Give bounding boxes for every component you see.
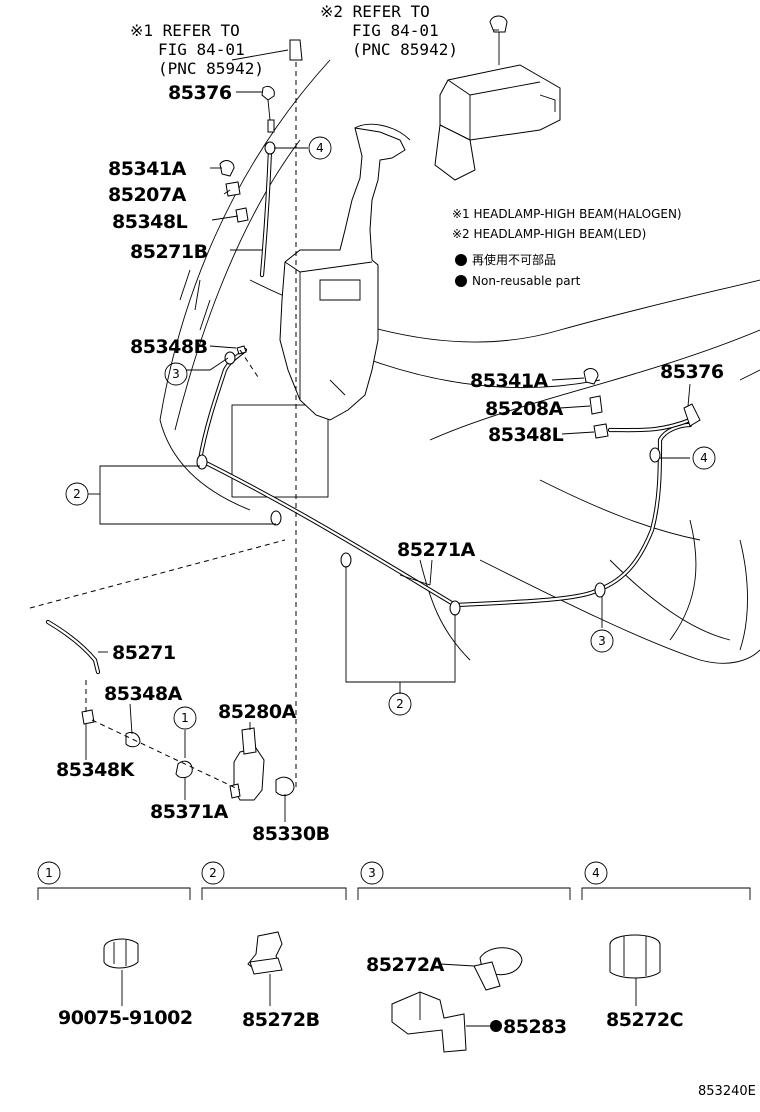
non-reusable-dot-icon bbox=[455, 254, 467, 266]
label-85348L-right: 85348L bbox=[488, 424, 564, 446]
dashed-leaders bbox=[29, 62, 297, 791]
svg-text:1: 1 bbox=[181, 711, 189, 725]
ref2-line2: FIG 84-01 bbox=[352, 21, 439, 40]
detail-box-2: 2 85272B bbox=[201, 861, 347, 1031]
callout-circle-1: 1 bbox=[173, 706, 197, 730]
label-85376-right: 85376 bbox=[660, 361, 724, 383]
label-85341A-right: 85341A bbox=[470, 370, 549, 392]
label-85348A: 85348A bbox=[104, 683, 183, 705]
callout-circle-2-bottom: 2 bbox=[388, 692, 412, 716]
hose-right-branch bbox=[607, 417, 693, 433]
label-85271A: 85271A bbox=[397, 539, 476, 561]
svg-text:2: 2 bbox=[209, 866, 217, 880]
svg-text:2: 2 bbox=[73, 487, 81, 501]
label-85376-left: 85376 bbox=[168, 82, 232, 104]
svg-text:4: 4 bbox=[700, 451, 708, 465]
callout-circle-4-top: 4 bbox=[308, 136, 332, 160]
label-85272C: 85272C bbox=[606, 1009, 683, 1031]
callout-circle-4-right: 4 bbox=[692, 446, 716, 470]
label-85271B: 85271B bbox=[130, 241, 208, 263]
figure-number: 853240E bbox=[698, 1084, 756, 1099]
note-halogen: ※1 HEADLAMP-HIGH BEAM(HALOGEN) bbox=[452, 207, 682, 221]
legend-japanese: 再使用不可部品 bbox=[472, 252, 556, 267]
svg-text:3: 3 bbox=[598, 634, 606, 648]
detail-box-4: 4 85272C bbox=[581, 861, 751, 1031]
right-nozzle-parts bbox=[583, 368, 701, 439]
svg-text:4: 4 bbox=[316, 141, 324, 155]
svg-text:3: 3 bbox=[368, 866, 376, 880]
ref2-line1: ※2 REFER TO bbox=[320, 2, 430, 21]
label-85280A: 85280A bbox=[218, 701, 297, 723]
left-nozzle-parts bbox=[219, 39, 303, 355]
callout-circle-3-right: 3 bbox=[590, 629, 614, 653]
callout-2-brackets bbox=[88, 465, 456, 694]
label-85272A: 85272A bbox=[366, 954, 445, 976]
ref2-line3: (PNC 85942) bbox=[352, 40, 458, 59]
hose-left-85271B bbox=[197, 147, 273, 463]
detail-box-3: 3 85272A 85283 bbox=[357, 861, 571, 1053]
washer-tank bbox=[279, 123, 411, 421]
label-85271: 85271 bbox=[112, 642, 176, 664]
callout-circle-2-left: 2 bbox=[65, 482, 89, 506]
callout-circle-3-left: 3 bbox=[164, 362, 188, 386]
label-85348B: 85348B bbox=[130, 336, 208, 358]
svg-text:4: 4 bbox=[592, 866, 600, 880]
label-85330B: 85330B bbox=[252, 823, 330, 845]
ref1-line2: FIG 84-01 bbox=[158, 40, 245, 59]
label-leaders bbox=[85, 29, 691, 822]
detail-box-1: 1 90075-91002 bbox=[37, 861, 193, 1029]
note-led: ※2 HEADLAMP-HIGH BEAM(LED) bbox=[452, 227, 646, 241]
label-85348K: 85348K bbox=[56, 759, 136, 781]
label-85208A: 85208A bbox=[485, 398, 564, 420]
ref1-line3: (PNC 85942) bbox=[158, 59, 264, 78]
callout-connectors bbox=[186, 147, 690, 628]
label-85341A-left: 85341A bbox=[108, 158, 187, 180]
label-85283: 85283 bbox=[503, 1016, 567, 1038]
ref1-line1: ※1 REFER TO bbox=[130, 21, 240, 40]
hose-85271 bbox=[45, 619, 101, 675]
hose-clamps bbox=[196, 141, 661, 616]
svg-text:1: 1 bbox=[45, 866, 53, 880]
svg-text:2: 2 bbox=[396, 697, 404, 711]
legend-english: Non-reusable part bbox=[472, 274, 581, 288]
non-reusable-dot-icon bbox=[490, 1020, 502, 1032]
label-85348L-left: 85348L bbox=[112, 211, 188, 233]
non-reusable-dot-icon bbox=[455, 275, 467, 287]
label-85207A: 85207A bbox=[108, 184, 187, 206]
label-85371A: 85371A bbox=[150, 801, 229, 823]
label-85272B: 85272B bbox=[242, 1009, 320, 1031]
headlamp-module bbox=[434, 15, 561, 181]
svg-text:3: 3 bbox=[172, 367, 180, 381]
label-90075-91002: 90075-91002 bbox=[58, 1007, 193, 1029]
